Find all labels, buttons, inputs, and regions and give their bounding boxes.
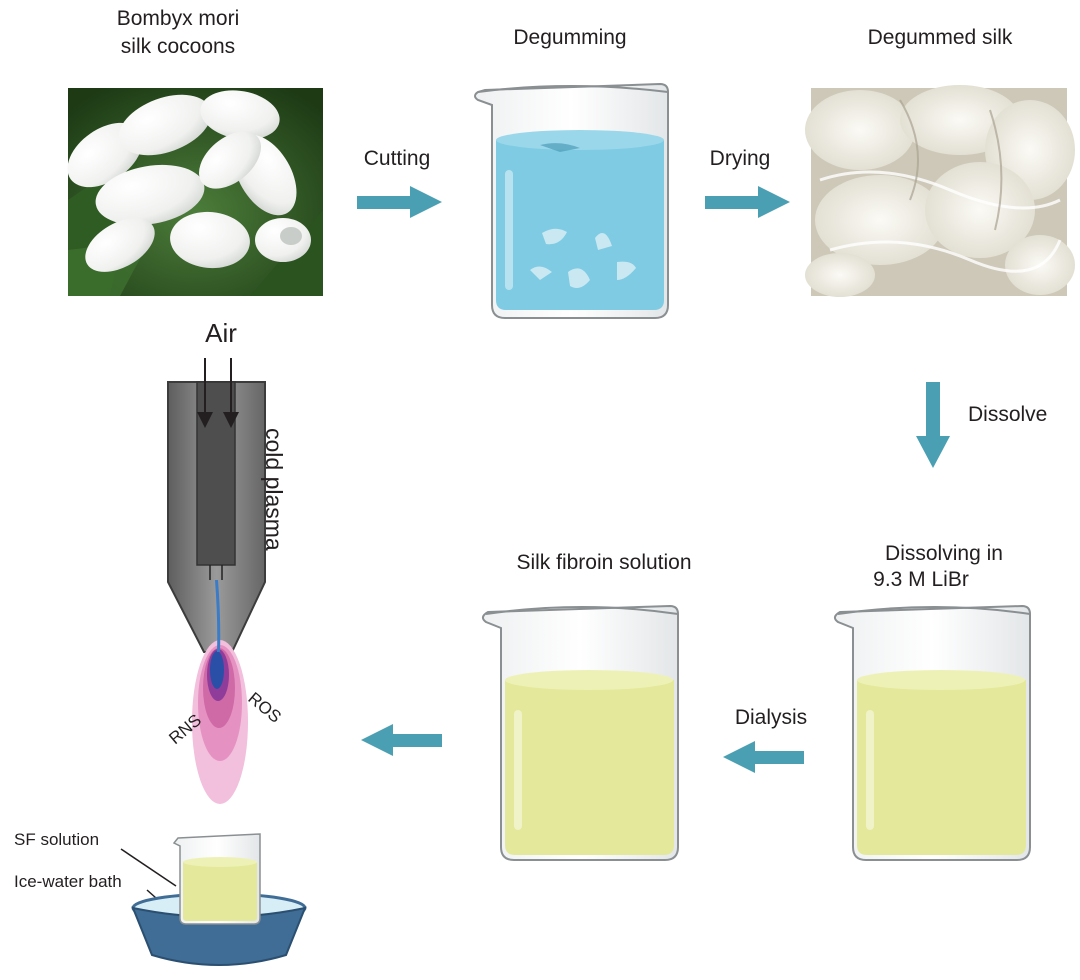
degumming-label: Degumming [513,26,626,49]
cocoons-label-line2: silk cocoons [121,35,235,58]
cutting-label: Cutting [364,147,431,170]
cold-plasma-label: cold plasma [261,428,287,551]
degummed-silk-photo [805,85,1075,297]
dissolve-arrow-icon [916,382,950,468]
silk-fibroin-solution-label: Silk fibroin solution [516,551,691,574]
dissolving-label-line1: Dissolving in [885,542,1003,565]
cutting-arrow-icon [357,186,442,218]
air-label: Air [205,318,237,348]
drying-arrow-icon [705,186,790,218]
degummed-silk-label: Degummed silk [868,26,1013,49]
beaker-icon [474,82,669,319]
dialysis-label: Dialysis [735,706,807,729]
treatment-arrow-icon [361,724,442,756]
sf-solution-label: SF solution [14,830,99,849]
silk-fibroin-beaker-icon [482,604,679,861]
ros-label: ROS [244,689,284,727]
libr-beaker-icon [834,604,1031,861]
drying-label: Drying [710,147,771,170]
plasma-jet-icon [167,358,266,804]
sf-solution-leader [120,848,177,887]
dissolve-label: Dissolve [968,403,1047,426]
cocoons-label-line1: Bombyx mori [117,7,240,30]
ice-water-bath-label: Ice-water bath [14,872,122,891]
dissolving-label-line2: 9.3 M LiBr [873,568,969,591]
ice-bath-icon [131,833,307,966]
cocoon-photo [67,88,323,296]
dialysis-arrow-icon [723,741,804,773]
